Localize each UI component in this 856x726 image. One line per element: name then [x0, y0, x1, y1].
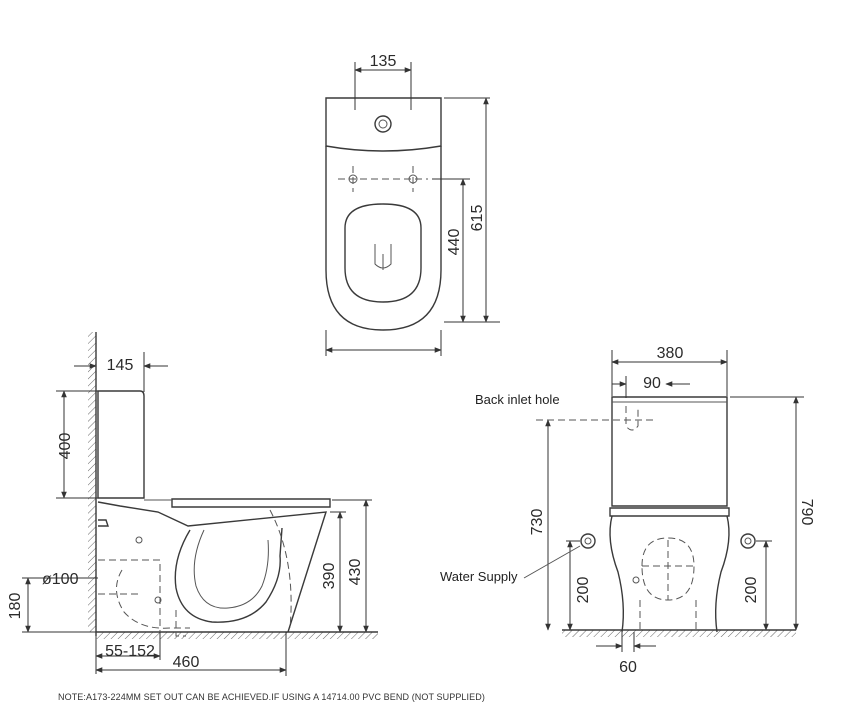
dim-380: 380 — [657, 345, 684, 362]
top-tank-outline — [325, 97, 442, 152]
dim-790: 790 — [798, 499, 815, 526]
dim-730: 730 — [529, 509, 546, 536]
water-supply-leader — [523, 545, 581, 579]
front-seat — [609, 507, 730, 517]
dim-390: 390 — [321, 563, 338, 590]
side-screw-icon — [135, 536, 143, 544]
dim-430: 430 — [347, 559, 364, 586]
dim-55-152: 55-152 — [105, 643, 155, 660]
dim-diameter-100: ø100 — [42, 571, 79, 588]
water-supply-label: Water Supply — [440, 569, 518, 584]
front-screw-icon — [632, 576, 640, 584]
dim-200-left: 200 — [575, 577, 592, 604]
side-seat — [171, 498, 331, 508]
front-tank-outline — [611, 396, 728, 507]
side-tank-outline — [97, 390, 145, 499]
top-view: 135 615 440 — [325, 53, 500, 356]
front-pan-left — [609, 515, 625, 633]
dim-200-right: 200 — [743, 577, 760, 604]
dim-180: 180 — [7, 593, 24, 620]
side-view: 145 400 430 390 ø100 180 55-152 460 — [7, 332, 378, 676]
dim-460: 460 — [173, 654, 200, 671]
front-pan-right — [714, 515, 730, 633]
dim-440: 440 — [446, 229, 463, 256]
dim-400: 400 — [57, 433, 74, 460]
dim-145: 145 — [107, 357, 134, 374]
dim-60: 60 — [619, 659, 637, 676]
back-inlet-hole-label: Back inlet hole — [475, 392, 560, 407]
top-inner-bowl — [344, 203, 422, 303]
flush-button-icon — [374, 115, 392, 133]
side-pan-outline — [97, 501, 327, 633]
front-view: 380 90 790 730 200 200 60 Back inlet hol… — [440, 345, 815, 676]
dim-90: 90 — [643, 375, 661, 392]
footnote: NOTE:A173-224MM SET OUT CAN BE ACHIEVED.… — [58, 692, 485, 702]
dim-135: 135 — [370, 53, 397, 70]
dim-615: 615 — [469, 205, 486, 232]
top-bowl-outline — [325, 146, 442, 331]
water-supply-left-icon — [580, 533, 596, 549]
water-supply-right-icon — [740, 533, 756, 549]
side-trapway — [174, 527, 283, 623]
